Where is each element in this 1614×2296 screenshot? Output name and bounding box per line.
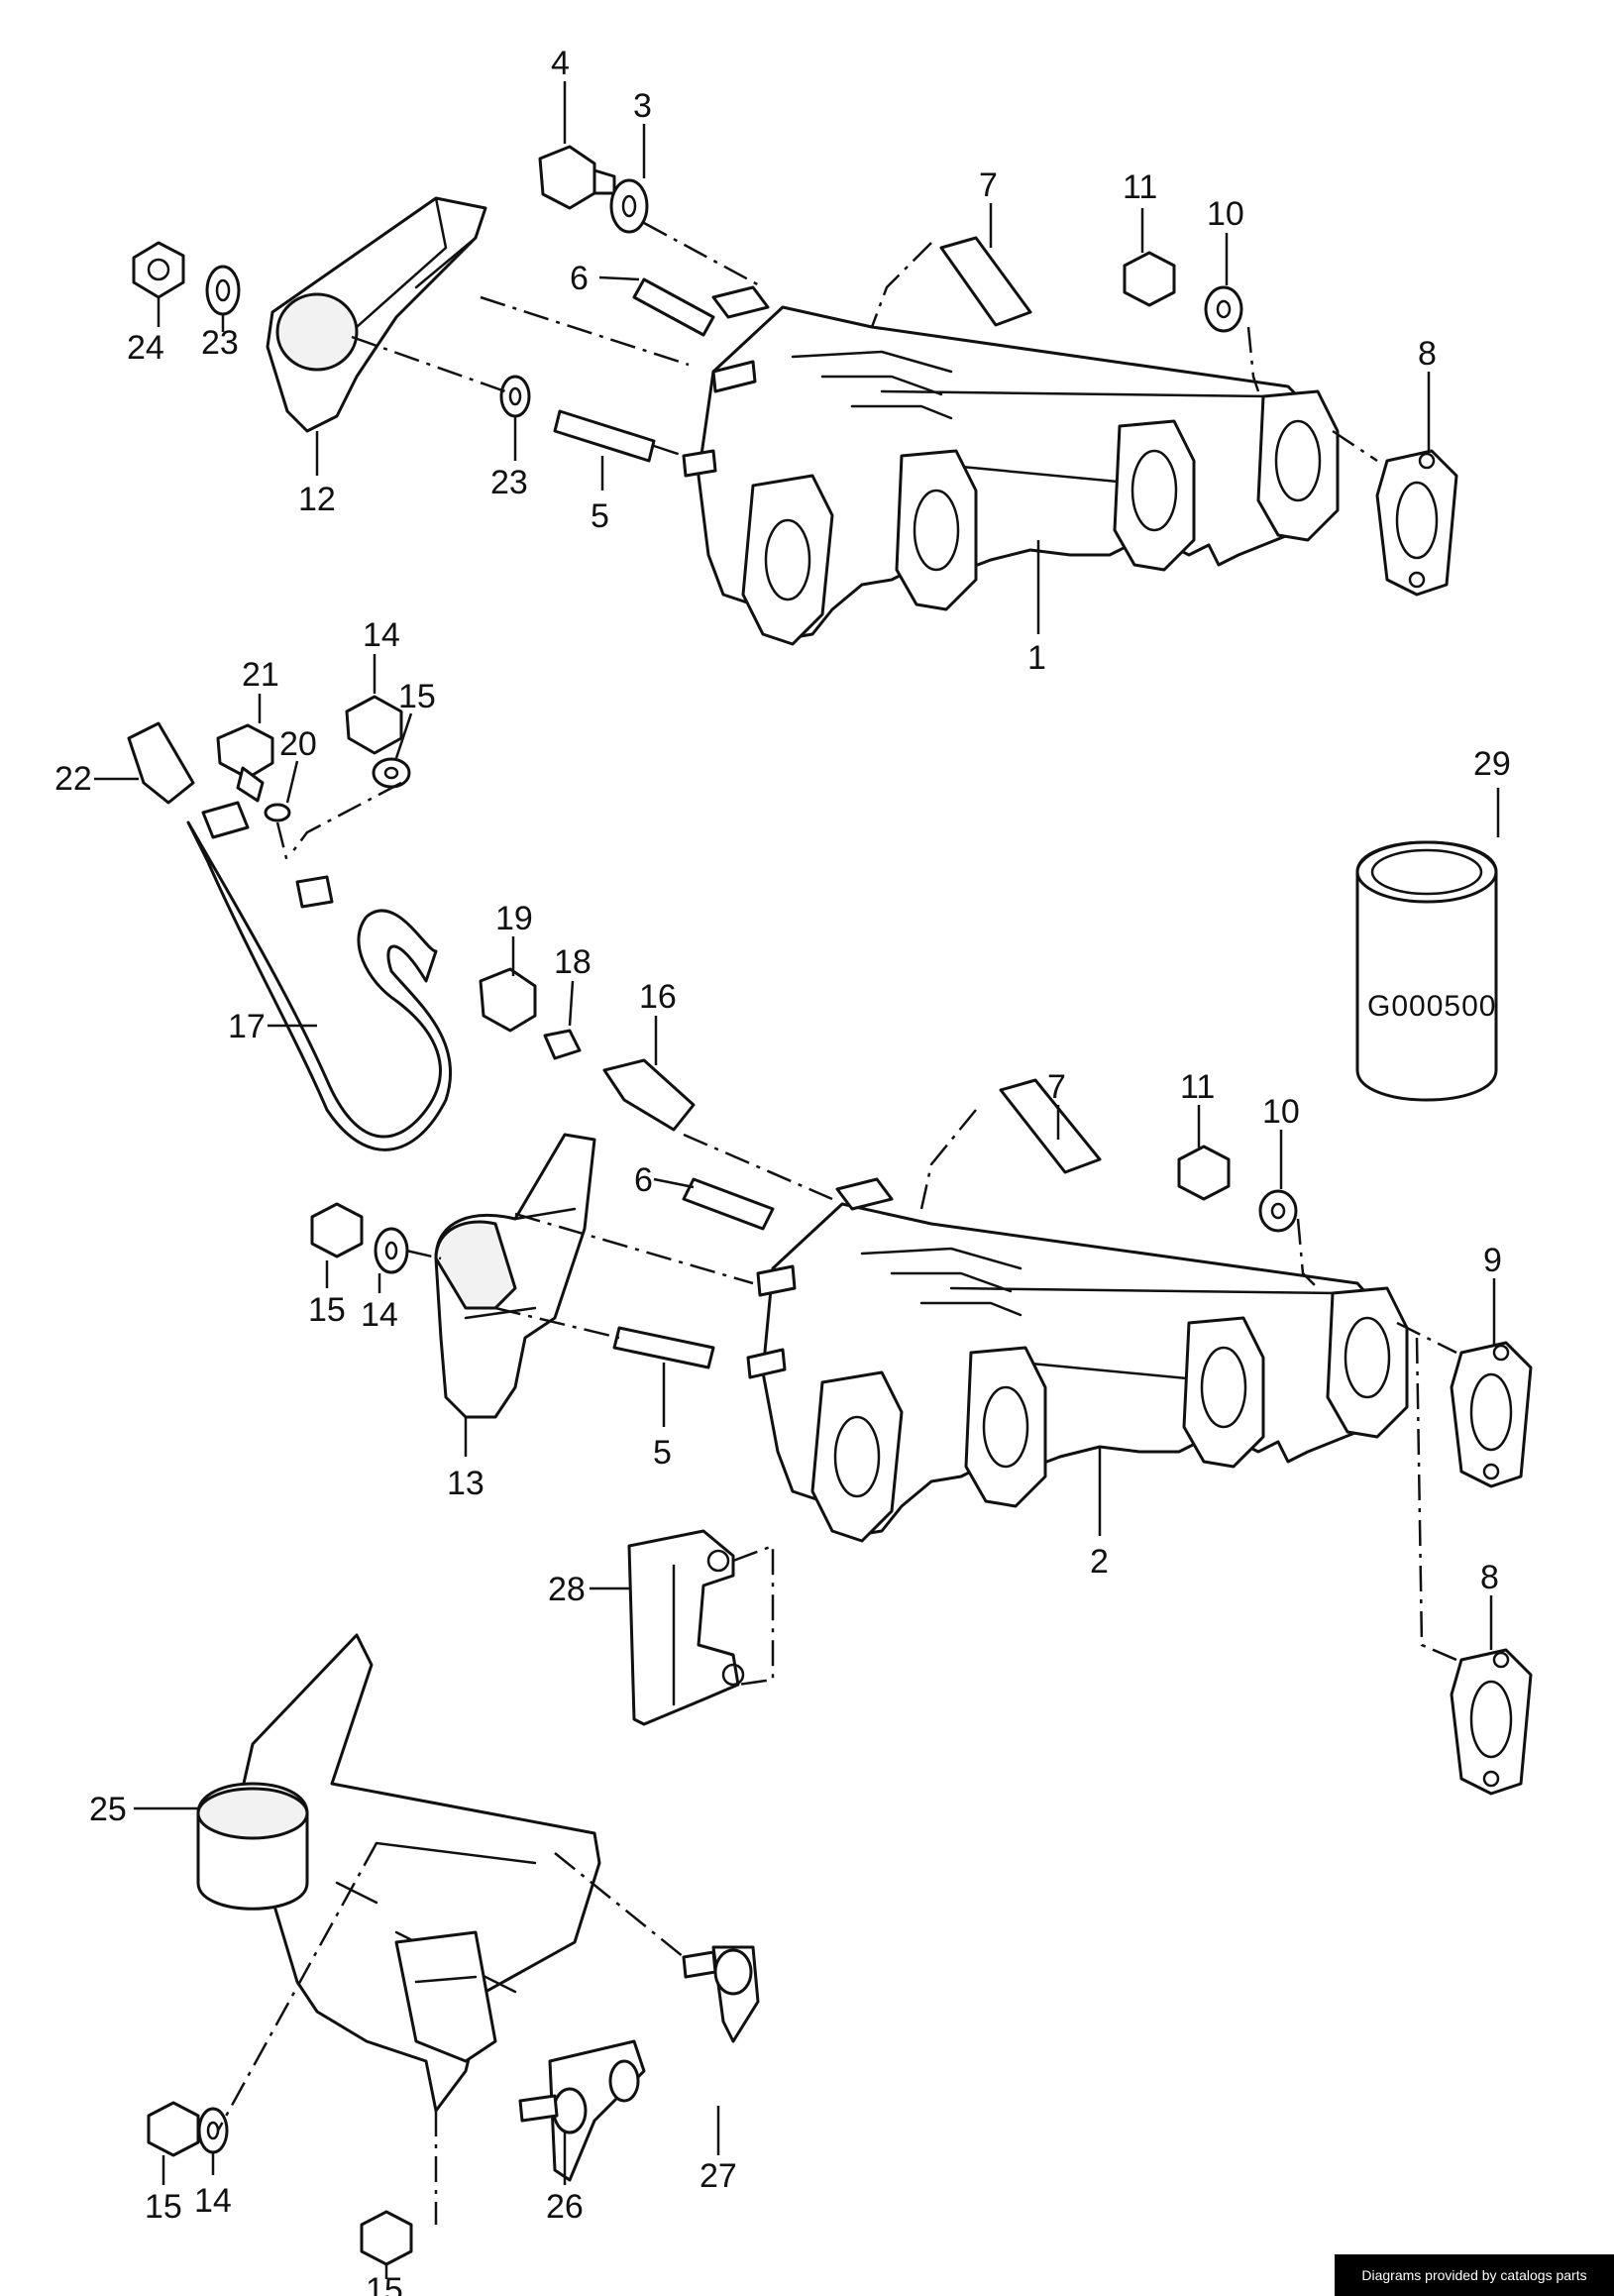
washer-23-a: [205, 265, 241, 316]
assembly-lines: [216, 221, 1457, 2225]
callout-7-lower: 7: [1047, 1068, 1066, 1106]
oil-pipe-17: [186, 801, 453, 1151]
oil-filter-29: G000500: [1355, 840, 1498, 1102]
callout-27: 27: [699, 2157, 737, 2195]
callout-1: 1: [1027, 639, 1046, 677]
callout-20: 20: [279, 725, 317, 763]
bracket-27-26: [518, 1945, 760, 2182]
callout-25: 25: [89, 1791, 127, 1828]
nut-14-a: [345, 695, 403, 755]
callout-18: 18: [554, 943, 592, 981]
heat-shield-13: [434, 1133, 596, 1419]
nut-11-b: [1177, 1145, 1231, 1201]
callout-8-upper: 8: [1418, 335, 1437, 373]
washer-10-b: [1258, 1189, 1298, 1233]
hardware-pipe: [127, 695, 411, 822]
stud-6-a: [632, 277, 715, 337]
callout-15-mid: 15: [308, 1291, 346, 1329]
nut-11-a: [1123, 251, 1176, 307]
washer-3: [609, 178, 649, 234]
callout-6-upper: 6: [570, 260, 589, 297]
bolt-head-27: [713, 1948, 753, 1996]
callout-19: 19: [495, 900, 533, 937]
bolt-21: [216, 723, 274, 780]
bracket-28: [627, 1529, 745, 1726]
exhaust-manifold-lower: [746, 1177, 1409, 1543]
callout-leaders: [94, 81, 1500, 2279]
callout-15-bottom: 15: [366, 2271, 403, 2296]
callout-12: 12: [298, 481, 336, 518]
callout-5-lower: 5: [653, 1434, 672, 1472]
washer-14-c: [197, 2107, 229, 2154]
credit-banner: Diagrams provided by catalogs parts: [1335, 2254, 1614, 2296]
hardware-lower: [310, 967, 1298, 1369]
stud-6-b: [682, 1177, 775, 1231]
bolt-head-26: [552, 2087, 588, 2134]
bolt-4: [538, 145, 596, 210]
callout-16: 16: [639, 978, 677, 1016]
callout-5-upper: 5: [591, 497, 609, 535]
callout-14-upper: 14: [363, 616, 400, 654]
callout-23-left: 23: [201, 324, 239, 362]
washer-23-b: [499, 375, 531, 418]
hardware-bottom: [147, 2101, 413, 2266]
callout-4-upper: 4: [551, 45, 570, 82]
stud-5-a: [553, 409, 656, 463]
callout-10-upper: 10: [1207, 195, 1244, 233]
callout-21: 21: [242, 656, 279, 694]
sender-16: [602, 1058, 696, 1132]
washer-14-b: [374, 1227, 409, 1274]
nut-15-d: [360, 2210, 413, 2266]
callout-10-lower: 10: [1262, 1093, 1300, 1131]
stud-5-b: [612, 1326, 715, 1369]
callout-23-right: 23: [490, 464, 528, 501]
ring-20: [264, 803, 291, 822]
callout-28: 28: [548, 1571, 586, 1608]
callout-3: 3: [633, 87, 652, 125]
callout-numbers: 4 3 7 11 10 6 8 24 23 23 12 5 1 14 21 15…: [54, 45, 1511, 2296]
nut-15-b: [310, 1202, 364, 1258]
callout-29: 29: [1473, 745, 1511, 783]
callout-6-lower: 6: [634, 1161, 653, 1199]
callout-9: 9: [1483, 1242, 1502, 1279]
washer-15-a: [372, 757, 411, 789]
callout-11-lower: 11: [1180, 1068, 1215, 1106]
nut-15-c: [147, 2101, 200, 2157]
callout-14-mid: 14: [361, 1296, 398, 1334]
callout-14-bottom: 14: [194, 2182, 232, 2220]
heat-shield-12: [266, 196, 487, 433]
nut-19: [479, 967, 537, 1033]
callout-15-bottom-left: 15: [145, 2188, 182, 2226]
callout-2: 2: [1090, 1543, 1109, 1581]
hardware-upper: [132, 145, 1243, 463]
nut-24: [132, 241, 185, 299]
callout-15-upper: 15: [398, 678, 436, 715]
callout-8-lower: 8: [1480, 1559, 1499, 1596]
exhaust-manifold-upper: [682, 285, 1340, 646]
callout-22: 22: [54, 760, 92, 798]
callout-24: 24: [127, 329, 164, 367]
filter-code-label: G000500: [1367, 990, 1496, 1023]
stud-7-b: [999, 1078, 1102, 1174]
callout-13: 13: [447, 1465, 484, 1502]
gasket-upper: [1375, 449, 1458, 597]
callout-11-upper: 11: [1123, 168, 1157, 206]
callout-7-upper: 7: [979, 166, 998, 204]
heat-shield-25: [196, 1633, 601, 2113]
gasket-8-lower: [1450, 1648, 1533, 1796]
callout-17: 17: [228, 1008, 266, 1045]
stud-7-a: [939, 236, 1032, 327]
callout-26: 26: [546, 2188, 584, 2226]
washer-10-a: [1204, 285, 1243, 333]
union-22: [127, 721, 195, 805]
plug-18: [543, 1029, 582, 1060]
gasket-9: [1450, 1341, 1533, 1488]
